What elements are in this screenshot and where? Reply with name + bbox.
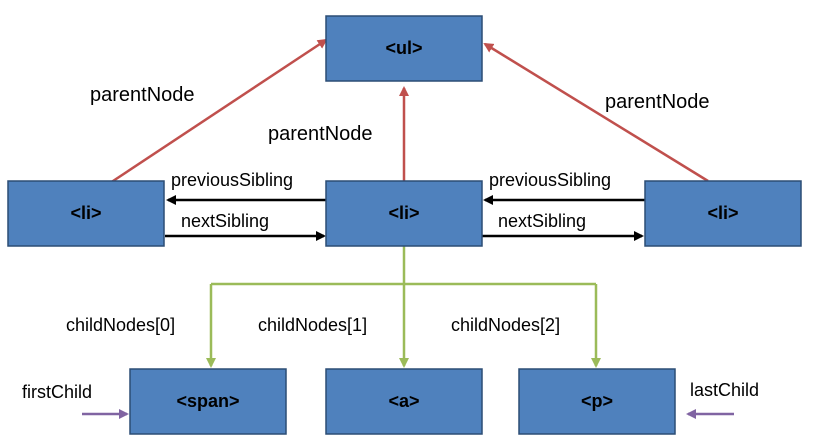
label-parent-right: parentNode — [605, 91, 710, 113]
label-parent-left: parentNode — [90, 84, 195, 106]
node-p: <p> — [518, 368, 676, 435]
label-first-child: firstChild — [22, 382, 92, 402]
label-next-sibling-left: nextSibling — [181, 211, 269, 231]
node-li-right-label: <li> — [707, 203, 738, 223]
label-child-nodes-1: childNodes[1] — [258, 315, 367, 335]
label-last-child: lastChild — [690, 380, 759, 400]
node-span: <span> — [129, 368, 287, 435]
node-li-left: <li> — [7, 180, 165, 247]
node-li-right: <li> — [644, 180, 802, 247]
node-ul: <ul> — [325, 15, 483, 82]
label-previous-sibling-left: previousSibling — [171, 170, 293, 190]
node-a: <a> — [325, 368, 483, 435]
node-p-label: <p> — [581, 391, 613, 411]
node-a-label: <a> — [388, 391, 419, 411]
parent-arrow-left — [109, 38, 328, 185]
label-previous-sibling-right: previousSibling — [489, 170, 611, 190]
node-ul-label: <ul> — [385, 38, 422, 58]
node-li-center: <li> — [325, 180, 483, 247]
label-child-nodes-2: childNodes[2] — [451, 315, 560, 335]
label-child-nodes-0: childNodes[0] — [66, 315, 175, 335]
parent-arrow-right — [483, 42, 709, 183]
node-li-center-label: <li> — [388, 203, 419, 223]
node-li-left-label: <li> — [70, 203, 101, 223]
node-span-label: <span> — [176, 391, 239, 411]
label-parent-center: parentNode — [268, 123, 373, 145]
label-next-sibling-right: nextSibling — [498, 211, 586, 231]
